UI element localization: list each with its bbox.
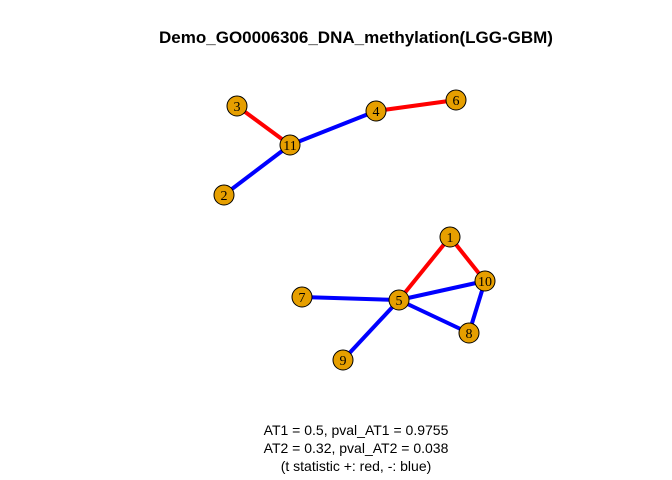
diagram-title: Demo_GO0006306_DNA_methylation(LGG-GBM) xyxy=(159,28,553,47)
node-label-6: 6 xyxy=(453,94,460,109)
node-label-5: 5 xyxy=(396,294,403,309)
node-label-10: 10 xyxy=(478,275,492,290)
node-label-2: 2 xyxy=(221,189,228,204)
edge-11-4 xyxy=(289,109,377,147)
node-label-11: 11 xyxy=(283,139,296,154)
node-label-9: 9 xyxy=(340,354,347,369)
node-6: 6 xyxy=(445,89,467,111)
node-circle-5 xyxy=(388,289,410,311)
node-1: 1 xyxy=(439,226,461,248)
caption: AT1 = 0.5, pval_AT1 = 0.9755 AT2 = 0.32,… xyxy=(0,421,672,475)
node-label-8: 8 xyxy=(466,327,473,342)
node-circle-6 xyxy=(445,89,467,111)
node-circle-11 xyxy=(279,134,301,156)
node-circle-4 xyxy=(365,100,387,122)
node-10: 10 xyxy=(474,270,496,292)
edge-7-5 xyxy=(301,295,400,302)
node-9: 9 xyxy=(332,349,354,371)
node-4: 4 xyxy=(365,100,387,122)
edge-5-10 xyxy=(398,279,486,302)
node-circle-2 xyxy=(213,184,235,206)
node-circle-7 xyxy=(291,286,313,308)
node-circle-1 xyxy=(439,226,461,248)
edge-4-6 xyxy=(375,98,457,113)
nodes-layer: 1 2 3 4 5 6 7 8 9 10 11 xyxy=(213,89,496,371)
node-5: 5 xyxy=(388,289,410,311)
edge-11-2 xyxy=(222,143,292,197)
edge-5-8 xyxy=(398,298,470,335)
caption-line-at1: AT1 = 0.5, pval_AT1 = 0.9755 xyxy=(263,422,449,438)
edge-5-9 xyxy=(341,298,401,362)
node-label-3: 3 xyxy=(234,100,241,115)
node-circle-3 xyxy=(226,95,248,117)
caption-line-at2: AT2 = 0.32, pval_AT2 = 0.038 xyxy=(263,440,449,456)
caption-legend-note: (t statistic +: red, -: blue) xyxy=(280,458,432,474)
node-7: 7 xyxy=(291,286,313,308)
node-label-4: 4 xyxy=(373,105,380,120)
edge-1-5 xyxy=(397,235,452,302)
edges-layer xyxy=(222,98,487,362)
node-circle-9 xyxy=(332,349,354,371)
node-11: 11 xyxy=(279,134,301,156)
node-3: 3 xyxy=(226,95,248,117)
node-label-7: 7 xyxy=(299,291,306,306)
node-8: 8 xyxy=(458,322,480,344)
node-circle-10 xyxy=(474,270,496,292)
node-2: 2 xyxy=(213,184,235,206)
node-label-1: 1 xyxy=(447,231,454,246)
node-circle-8 xyxy=(458,322,480,344)
edge-3-11 xyxy=(235,104,292,147)
